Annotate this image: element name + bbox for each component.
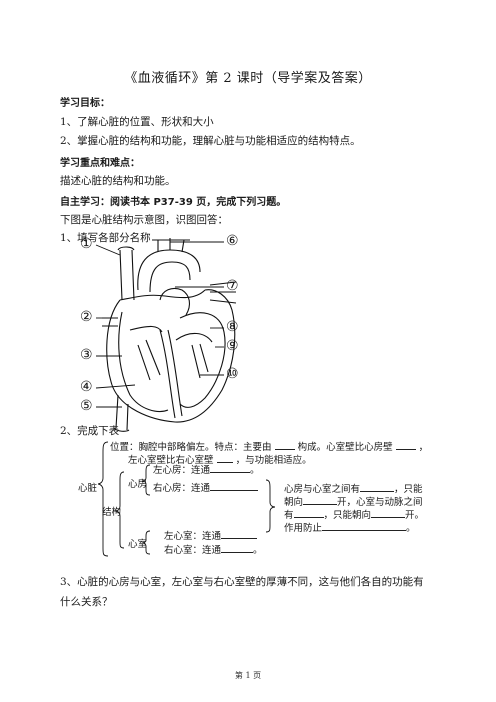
page-title: 《血液循环》第 2 课时（导学案及答案） (124, 71, 372, 86)
answer-blank[interactable] (322, 521, 407, 531)
left-atrium-row: 左心房：连通 。 (153, 462, 260, 476)
valves-text: 朝向 (284, 497, 304, 508)
position-line-2: 左心室壁比右心室壁 ，与功能相适应。 (128, 452, 312, 466)
right-atrium-row: 右心房：连通 (153, 480, 259, 494)
label-3: ③ (80, 347, 93, 363)
question-3-line-1: 3、心脏的心房与心室，左心室与右心室壁的厚薄不同，这与他们各自的功能有 (60, 576, 424, 588)
label-6: ⑥ (226, 233, 239, 249)
left-ventricle-row: 左心室：连通 (164, 528, 258, 542)
answer-blank[interactable] (293, 508, 324, 518)
valves-text: 作用防止 (284, 523, 323, 534)
position-text: 位置：胸腔中部略偏左。特点：主要由 (110, 442, 272, 453)
atrium-label: 心房 (128, 479, 148, 490)
question-2: 2、完成下表 (60, 425, 120, 437)
valves-line-2: 朝向 开，心室与动脉之间 (284, 494, 423, 508)
objective-item: 1、了解心脏的位置、形状和大小 (60, 116, 214, 128)
question-1: 1、填写各部分名称 (60, 232, 151, 244)
answer-blank[interactable] (360, 482, 395, 492)
right-ventricle-row: 右心室：连通 。 (164, 542, 263, 556)
label-9: ⑨ (226, 338, 239, 354)
valves-text-b: 开，心室与动脉之间 (337, 497, 423, 508)
left-ventricle-text: 左心室：连通 (164, 531, 222, 542)
selfstudy-intro: 下图是心脏结构示意图，识图回答： (60, 214, 228, 226)
structure-label: 结构 (102, 507, 122, 518)
valves-line-3: 有 ，只能朝向 开。 (284, 507, 424, 521)
answer-blank[interactable] (303, 495, 338, 505)
objectives-heading: 学习目标： (60, 98, 110, 109)
label-1: ① (80, 236, 93, 252)
position-end: ， (418, 442, 429, 453)
answer-blank[interactable] (210, 463, 251, 473)
ventricle-label: 心室 (128, 539, 148, 550)
answer-blank[interactable] (221, 543, 254, 553)
right-ventricle-text: 右心室：连通 (164, 545, 222, 556)
valves-text-c: 开。 (405, 510, 425, 521)
answer-blank[interactable] (221, 529, 258, 539)
valves-text: 心房与心室之间有 (284, 484, 361, 495)
position-text-b: 构成。心室壁比心房壁 (297, 442, 393, 453)
valves-text-b: ，只能 (394, 484, 423, 495)
heart-label: 心脏 (78, 483, 98, 494)
valves-text: 有 (284, 510, 294, 521)
answer-blank[interactable] (395, 440, 416, 450)
question-3-line-2: 什么关系？ (60, 596, 113, 608)
objective-item: 2、掌握心脏的结构和功能，理解心脏与功能相适应的结构特点。 (60, 135, 361, 147)
answer-blank[interactable] (371, 508, 406, 518)
label-4: ④ (80, 379, 93, 395)
period: 。 (250, 465, 260, 476)
label-7: ⑦ (226, 278, 239, 294)
period: 。 (253, 545, 263, 556)
valves-text-b: 。 (406, 523, 416, 534)
label-2: ② (80, 309, 93, 325)
answer-blank[interactable] (216, 453, 233, 463)
left-atrium-text: 左心房：连通 (153, 465, 211, 476)
valves-line-4: 作用防止 。 (284, 520, 416, 534)
valves-line-1: 心房与心室之间有 ，只能 (284, 481, 423, 495)
label-10: ⑩ (226, 366, 239, 382)
label-5: ⑤ (80, 398, 93, 414)
answer-blank[interactable] (210, 481, 259, 491)
keypoints-heading: 学习重点和难点： (60, 158, 140, 169)
label-8: ⑧ (226, 319, 239, 335)
right-atrium-text: 右心房：连通 (153, 483, 211, 494)
position-text-2: 左心室壁比右心室壁 (128, 455, 214, 466)
selfstudy-heading: 自主学习：阅读书本 P37-39 页，完成下列习题。 (60, 197, 287, 208)
answer-blank[interactable] (274, 440, 295, 450)
keypoints-text: 描述心脏的结构和功能。 (60, 175, 176, 187)
position-line-1: 位置：胸腔中部略偏左。特点：主要由 构成。心室壁比心房壁 ， (110, 439, 428, 453)
valves-text-b: ，只能朝向 (323, 510, 372, 521)
position-text-2b: ，与功能相适应。 (235, 455, 312, 466)
page-number: 第 1 页 (234, 671, 262, 680)
